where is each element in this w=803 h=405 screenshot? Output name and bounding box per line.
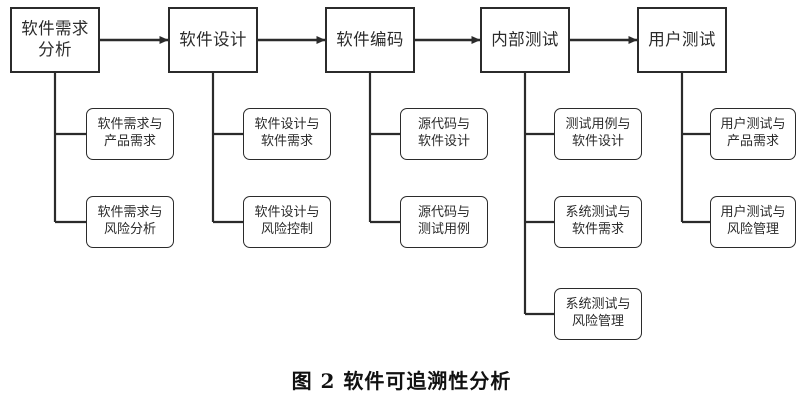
trace-label: 用户测试与 产品需求 [720,117,786,149]
trace-label: 软件需求与 产品需求 [97,117,163,149]
trace-box-req-vs-product[interactable]: 软件需求与 产品需求 [86,108,174,160]
trace-label: 系统测试与 风险管理 [565,297,631,329]
trace-box-code-vs-design[interactable]: 源代码与 软件设计 [400,108,488,160]
stage-label: 内部测试 [491,29,559,49]
figure-caption: 图 2 软件可追溯性分析 [291,369,512,393]
branch-software-coding [368,73,400,224]
stage-box-software-coding[interactable]: 软件编码 [325,7,415,73]
trace-box-req-vs-risk[interactable]: 软件需求与 风险分析 [86,196,174,248]
trace-label: 系统测试与 软件需求 [565,205,631,237]
stage-box-requirements-analysis[interactable]: 软件需求 分析 [10,7,100,73]
trace-box-design-vs-risk[interactable]: 软件设计与 风险控制 [243,196,331,248]
trace-label: 源代码与 软件设计 [417,117,470,149]
branch-user-test [680,73,710,224]
stage-label: 用户测试 [648,29,716,49]
branch-software-design [211,73,243,224]
branch-internal-test [523,73,554,316]
trace-box-usertest-vs-risk[interactable]: 用户测试与 风险管理 [710,196,796,248]
trace-label: 源代码与 测试用例 [417,205,470,237]
trace-box-systest-vs-req[interactable]: 系统测试与 软件需求 [554,196,642,248]
stage-label: 软件设计 [179,29,247,49]
trace-box-code-vs-testcase[interactable]: 源代码与 测试用例 [400,196,488,248]
trace-box-usertest-vs-product[interactable]: 用户测试与 产品需求 [710,108,796,160]
branch-connector-layer [53,73,710,316]
stage-label: 软件编码 [336,29,404,49]
stage-box-software-design[interactable]: 软件设计 [168,7,258,73]
trace-label: 用户测试与 风险管理 [720,205,786,237]
branch-requirements-analysis [53,73,86,224]
trace-label: 测试用例与 软件设计 [565,117,631,149]
trace-box-design-vs-req[interactable]: 软件设计与 软件需求 [243,108,331,160]
trace-label: 软件设计与 软件需求 [254,117,320,149]
stage-box-user-test[interactable]: 用户测试 [637,7,727,73]
stage-box-internal-test[interactable]: 内部测试 [480,7,570,73]
stage-label: 软件需求 分析 [21,19,89,59]
trace-box-systest-vs-risk[interactable]: 系统测试与 风险管理 [554,288,642,340]
trace-box-testcase-vs-design[interactable]: 测试用例与 软件设计 [554,108,642,160]
trace-label: 软件需求与 风险分析 [97,205,163,237]
trace-label: 软件设计与 风险控制 [254,205,320,237]
